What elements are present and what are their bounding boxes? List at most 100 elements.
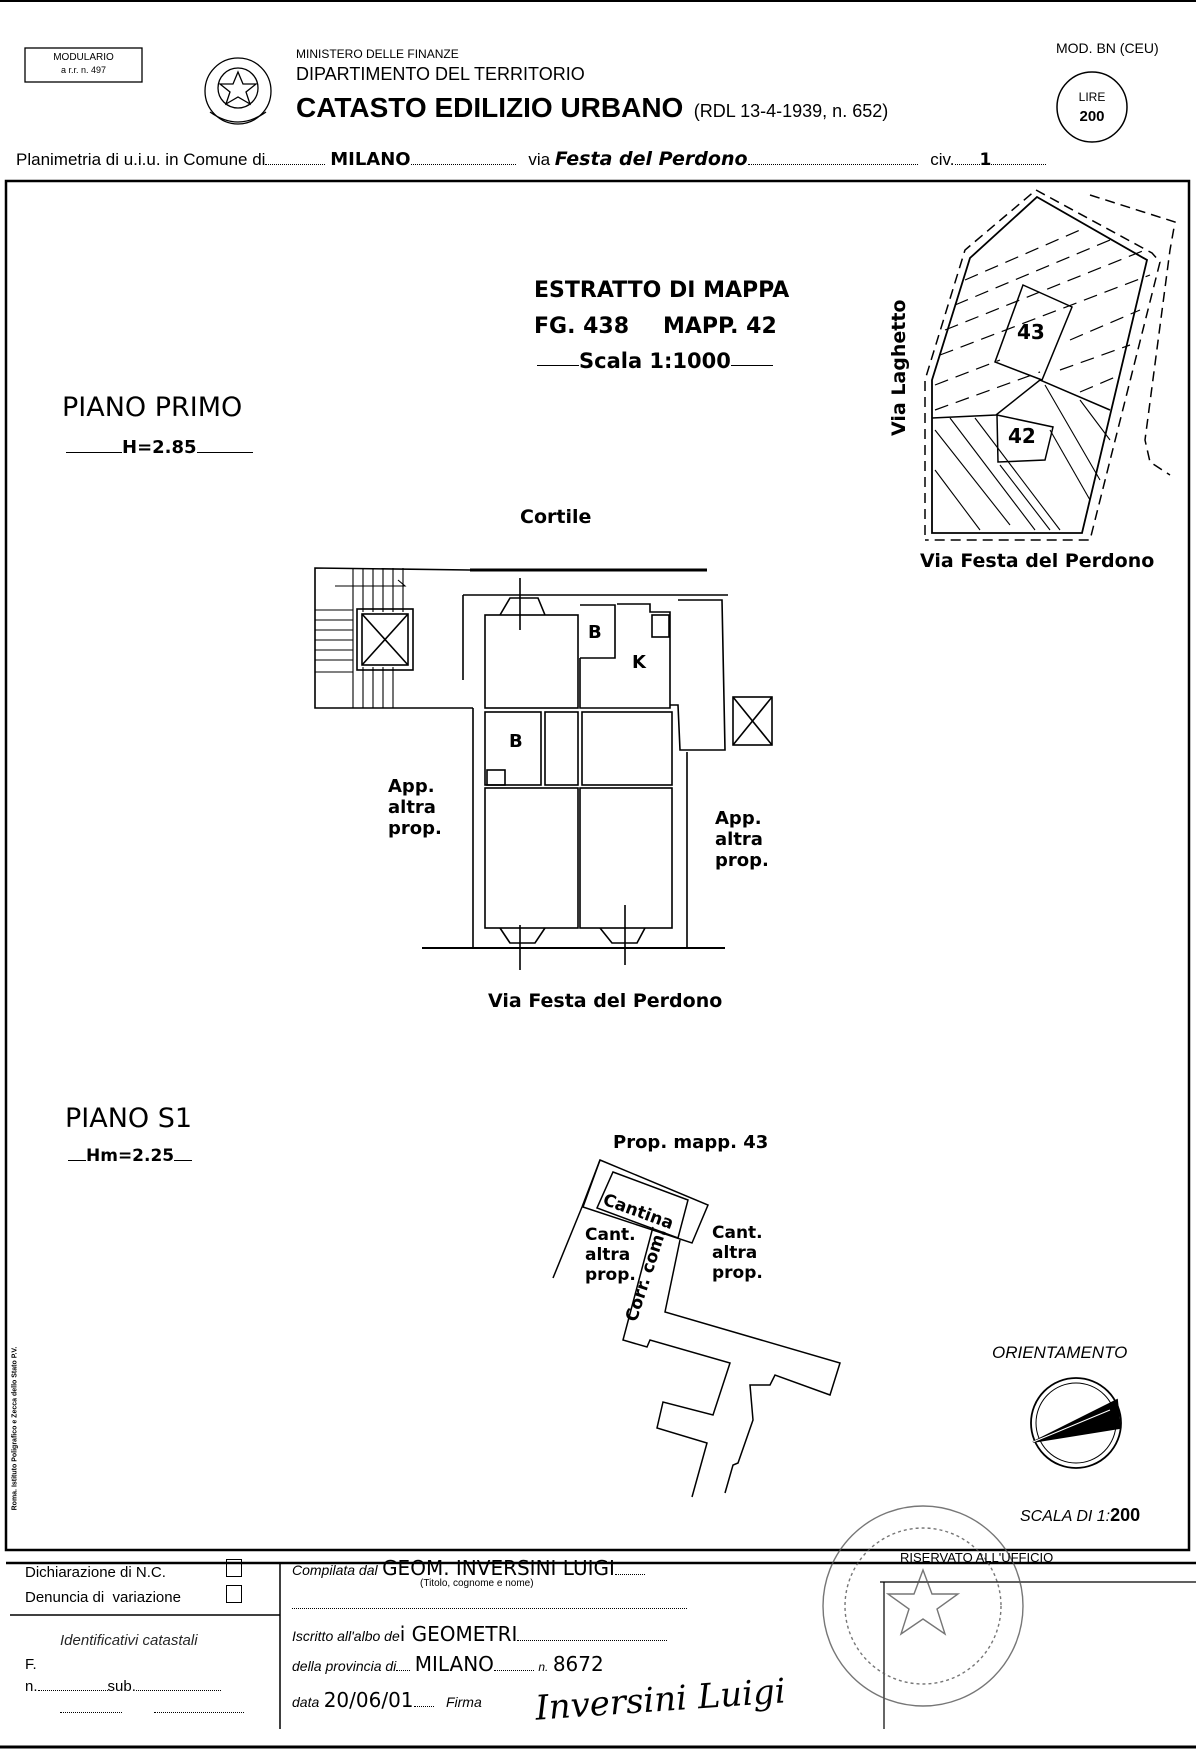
- document-title: CATASTO EDILIZIO URBANO (RDL 13-4-1939, …: [296, 92, 888, 124]
- modulario-box: [24, 47, 143, 83]
- dichiarazione-label: Dichiarazione di N.C.: [25, 1564, 166, 1581]
- compilata-hint: (Titolo, cognome e nome): [420, 1578, 534, 1589]
- neighbor-right-line: App.: [715, 808, 762, 829]
- dichiarazione-row: Dichiarazione di N.C.: [25, 1564, 166, 1581]
- denuncia-label: Denuncia di variazione: [25, 1589, 181, 1606]
- owner-note: Prop. mapp. 43: [613, 1132, 769, 1153]
- cellar-right-line: Cant.: [712, 1223, 763, 1243]
- map-scale-text: Scala 1:1000: [579, 349, 731, 373]
- comune-value: MILANO: [330, 149, 411, 170]
- compass-icon: [1030, 1377, 1122, 1469]
- map-extract-drawing: [924, 189, 1176, 541]
- via-label: via: [528, 150, 551, 169]
- map-street-festa-del-perdono: Via Festa del Perdono: [920, 550, 1155, 572]
- neighbor-right-line: altra: [715, 829, 763, 850]
- parcel-42-label: 42: [1008, 424, 1036, 448]
- sub-label: sub.: [107, 1678, 136, 1695]
- albo-number-value: 8672: [552, 1652, 604, 1676]
- foglio-field: F.: [25, 1656, 37, 1673]
- extra-dots: [60, 1700, 244, 1718]
- room-bath-2: B: [509, 731, 523, 752]
- map-extract-title: ESTRATTO DI MAPPA: [534, 278, 790, 303]
- title-text: CATASTO EDILIZIO URBANO: [296, 92, 684, 123]
- lire-label: LIRE: [1078, 90, 1106, 104]
- provincia-value: MILANO: [414, 1652, 494, 1676]
- data-row: data 20/06/01 Firma: [292, 1688, 482, 1712]
- model-code: MOD. BN (CEU): [1056, 40, 1159, 56]
- piano-s1-title: PIANO S1: [65, 1103, 193, 1134]
- lire-value: 200: [1079, 108, 1105, 125]
- riservato-label: RISERVATO ALL'UFFICIO: [900, 1550, 1054, 1565]
- office-stamp: [822, 1505, 1024, 1707]
- margin-printer-note: Roma. Istituto Poligrafico e Zecca dello…: [11, 1346, 19, 1511]
- floor-plan-piano-primo: [314, 567, 773, 970]
- cellar-left-line: Cant.: [585, 1225, 636, 1245]
- data-value: 20/06/01: [323, 1688, 414, 1712]
- iscritto-label: Iscritto all'albo de: [292, 1628, 400, 1644]
- cellar-left-line: prop.: [585, 1265, 636, 1285]
- neighbor-left-line: App.: [388, 776, 435, 797]
- foglio-number: FG. 438: [534, 314, 630, 339]
- plan-street-label: Via Festa del Perdono: [488, 990, 723, 1012]
- main-frame: [4, 179, 1191, 1552]
- numero-field: n. sub.: [25, 1678, 221, 1695]
- modulario-ref: a r.r. n. 497: [60, 65, 107, 75]
- iscritto-row: Iscritto all'albo dei GEOMETRI: [292, 1622, 668, 1646]
- neighbor-right-label: App. altra prop.: [715, 808, 769, 871]
- identificativi-label: Identificativi catastali: [60, 1632, 198, 1649]
- via-value: Festa del Perdono: [554, 148, 748, 170]
- cellar-right-line: altra: [712, 1243, 758, 1263]
- lire-stamp: LIRE 200: [1057, 88, 1127, 126]
- scale-prefix: SCALA DI 1:: [1020, 1508, 1111, 1525]
- cellar-right-line: prop.: [712, 1263, 763, 1283]
- civ-label: civ.: [930, 150, 955, 169]
- modulario-label: MODULARIO: [53, 52, 114, 63]
- department-label: DIPARTIMENTO DEL TERRITORIO: [296, 64, 585, 84]
- cellar-right-label: Cant. altra prop.: [712, 1223, 763, 1283]
- street-via-laghetto: Via Laghetto: [888, 299, 910, 436]
- scale-value: 200: [1110, 1505, 1141, 1525]
- numero-label: n.: [25, 1678, 38, 1695]
- elevator-left-icon: [356, 608, 414, 671]
- modulario-box-text: MODULARIO a r.r. n. 497: [25, 51, 142, 77]
- s1-height-value: Hm=2.25: [86, 1146, 175, 1166]
- civ-value: 1: [979, 150, 992, 170]
- courtyard-label: Cortile: [520, 506, 592, 528]
- firma-label: Firma: [445, 1694, 482, 1710]
- height-value: H=2.85: [122, 437, 197, 458]
- dichiarazione-checkbox[interactable]: [226, 1559, 242, 1577]
- compilata-row: Compilata dal GEOM. INVERSINI LUIGI: [292, 1556, 645, 1580]
- iscritto-value: i GEOMETRI: [399, 1622, 518, 1646]
- room-kitchen: K: [632, 652, 646, 673]
- piano-primo-height: H=2.85: [66, 437, 253, 458]
- ministry-label: MINISTERO DELLE FINANZE: [296, 47, 459, 61]
- albo-number-label: n.: [538, 1660, 549, 1674]
- neighbor-left-line: prop.: [388, 818, 442, 839]
- mappale-number: MAPP. 42: [663, 314, 777, 339]
- address-prefix: Planimetria di u.i.u. in Comune di: [16, 150, 266, 169]
- neighbor-right-line: prop.: [715, 850, 769, 871]
- provincia-row: della provincia di MILANO n. 8672: [292, 1652, 604, 1676]
- law-reference: (RDL 13-4-1939, n. 652): [693, 101, 889, 121]
- address-line: Planimetria di u.i.u. in Comune di MILAN…: [16, 148, 1047, 170]
- cellar-left-line: altra: [585, 1245, 631, 1265]
- piano-s1-height: Hm=2.25: [68, 1146, 193, 1166]
- cellar-left-label: Cant. altra prop.: [585, 1225, 636, 1285]
- denuncia-checkbox[interactable]: [226, 1585, 242, 1603]
- orientation-label: ORIENTAMENTO: [992, 1343, 1128, 1362]
- blank-line: [292, 1596, 687, 1614]
- data-label: data: [292, 1694, 320, 1710]
- map-scale: Scala 1:1000: [537, 349, 773, 373]
- neighbor-left-line: altra: [388, 797, 436, 818]
- parcel-43-label: 43: [1017, 320, 1045, 344]
- scale-label: SCALA DI 1:200: [1020, 1505, 1140, 1526]
- lire-stamp-circle: [1056, 71, 1128, 143]
- room-bath-1: B: [588, 622, 602, 643]
- republic-emblem-icon: [204, 57, 272, 125]
- foglio-label: F.: [25, 1656, 37, 1673]
- floor-plan-piano-s1: [552, 1159, 841, 1498]
- piano-primo-title: PIANO PRIMO: [62, 392, 243, 423]
- neighbor-left-label: App. altra prop.: [388, 776, 442, 839]
- compilata-value: GEOM. INVERSINI LUIGI: [382, 1556, 615, 1580]
